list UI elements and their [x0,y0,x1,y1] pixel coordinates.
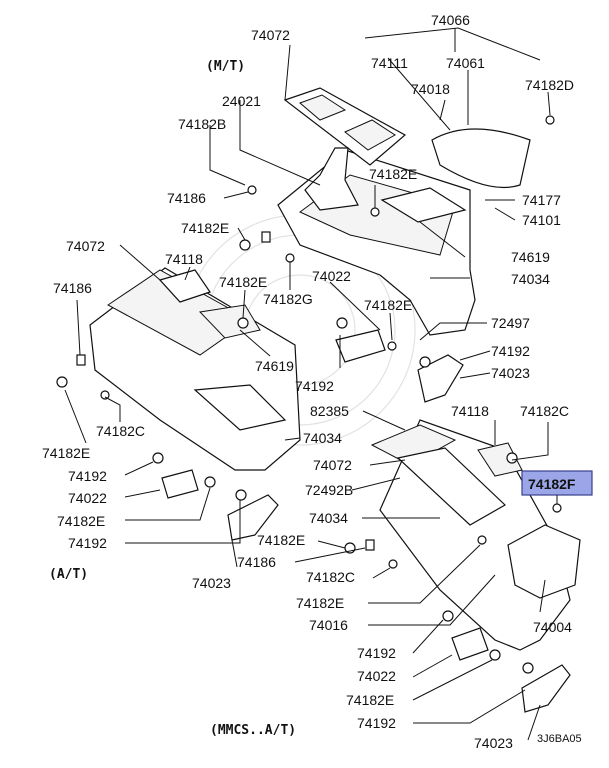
part-label[interactable]: 72497 [491,315,530,331]
part-label[interactable]: 74022 [357,668,396,684]
part-label[interactable]: 82385 [310,403,349,419]
part-label[interactable]: 74034 [511,271,550,287]
part-label[interactable]: 74182E [346,692,394,708]
part-label[interactable]: 74186 [53,280,92,296]
part-label[interactable]: 24021 [222,93,261,109]
mt-caption: (M/T) [206,59,245,74]
upper-console-assembly [277,87,531,336]
highlight-label[interactable]: 74182F [528,476,576,492]
part-label[interactable]: 74182E [42,445,90,461]
part-label[interactable]: 74186 [167,190,206,206]
part-label[interactable]: 74061 [446,55,485,71]
part-label[interactable]: 74192 [357,645,396,661]
part-label[interactable]: 74182E [181,220,229,236]
part-label[interactable]: 74072 [251,27,290,43]
part-label[interactable]: 74022 [68,490,107,506]
part-label[interactable]: 74066 [431,12,470,28]
part-label[interactable]: 72492B [305,482,353,498]
part-label[interactable]: 74182E [364,297,412,313]
part-label[interactable]: 74118 [165,251,203,267]
part-label[interactable]: 74192 [295,378,334,394]
part-label[interactable]: 74182E [296,595,344,611]
part-label[interactable]: 74182C [520,403,569,419]
part-label[interactable]: 74182E [219,274,267,290]
part-label[interactable]: 74016 [309,617,348,633]
left-console-assembly [89,267,301,471]
figure-code: 3J6BA05 [537,733,582,745]
leader-lines [64,27,551,741]
part-label[interactable]: 74004 [533,619,572,635]
bracket-parts [161,329,571,713]
highlight-box [521,470,593,496]
right-console-assembly [370,419,581,651]
part-label[interactable]: 74182G [263,291,313,307]
part-label[interactable]: 74023 [192,575,231,591]
part-label[interactable]: 74192 [491,343,530,359]
part-label[interactable]: 74118 [451,403,489,419]
part-label[interactable]: 74034 [309,510,348,526]
part-label[interactable]: 74619 [255,358,294,374]
part-label[interactable]: 74023 [491,365,530,381]
part-label[interactable]: 74034 [303,430,342,446]
part-label[interactable]: 74182C [96,423,145,439]
part-label[interactable]: 74101 [522,212,561,228]
highlighted-part-label[interactable]: 74182F [521,470,593,504]
part-label[interactable]: 74022 [312,268,351,284]
part-label[interactable]: 74182B [178,116,226,132]
part-label[interactable]: 74192 [68,535,107,551]
part-label[interactable]: 74186 [237,554,276,570]
part-label[interactable]: 74192 [357,715,396,731]
part-label[interactable]: 74182C [306,569,355,585]
at-caption: (A/T) [49,567,88,582]
part-label[interactable]: 74018 [411,81,450,97]
captions: (M/T) (A/T) (MMCS..A/T) 3J6BA05 [49,59,582,745]
part-label[interactable]: 74182E [57,513,105,529]
part-label[interactable]: 74182E [257,532,305,548]
mmcs-caption: (MMCS..A/T) [210,723,296,738]
part-label[interactable]: 74023 [474,735,513,751]
part-label[interactable]: 74182D [525,77,574,93]
part-label[interactable]: 74072 [66,238,105,254]
part-label[interactable]: 74072 [313,457,352,473]
part-label[interactable]: 74182E [369,166,417,182]
part-label[interactable]: 74111 [371,55,408,71]
part-label[interactable]: 74177 [522,192,561,208]
part-labels: 74066 74072 74111 74061 74018 74182D 240… [42,12,574,751]
part-label[interactable]: 74619 [511,249,550,265]
part-label[interactable]: 74192 [68,468,107,484]
